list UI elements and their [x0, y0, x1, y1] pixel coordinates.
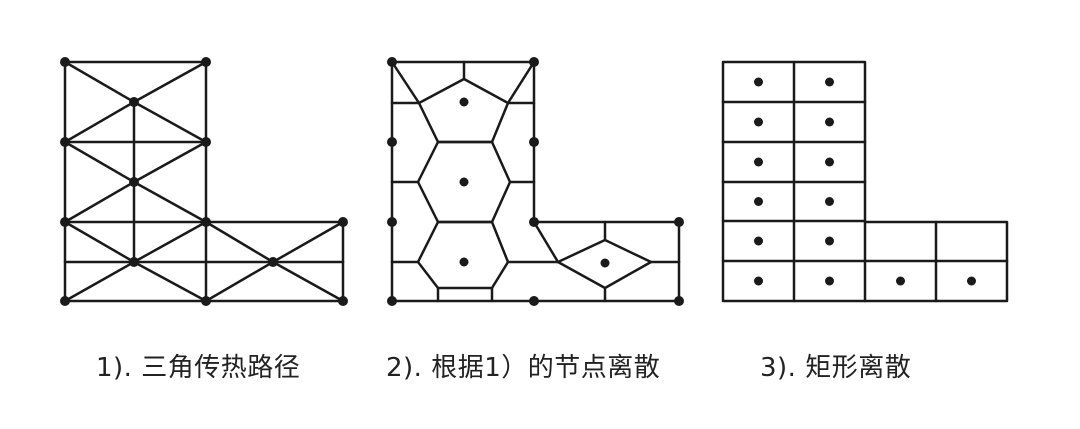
cell-center-node	[825, 157, 834, 167]
cell-center-node	[459, 177, 469, 187]
node-point	[387, 57, 397, 67]
node-point	[529, 57, 539, 67]
caption-triangle-heat-path: 1). 三角传热路径	[96, 353, 301, 383]
node-point	[201, 296, 211, 306]
cell-center-node	[825, 276, 834, 286]
heat-path-line	[204, 260, 275, 303]
hexagon-cell	[416, 220, 510, 290]
heat-path-line	[63, 180, 136, 224]
cell-center-node	[754, 117, 763, 127]
node-point	[60, 137, 70, 147]
cell-center-node	[825, 77, 834, 87]
heat-path-line	[63, 60, 136, 104]
heat-path-line	[63, 100, 136, 144]
rectangular-discretization-panel	[721, 60, 1009, 303]
caption-rectangular-discretization: 3). 矩形离散	[760, 353, 912, 383]
cell-center-node	[896, 276, 905, 286]
heat-path-line	[132, 100, 208, 144]
cell-edge	[390, 60, 421, 105]
node-point	[338, 296, 348, 306]
node-point	[387, 137, 397, 147]
cell-center-node	[754, 236, 763, 246]
triangle-heat-path-panel	[60, 57, 348, 306]
l-shape-outline	[63, 60, 345, 303]
cell-edge	[506, 60, 536, 105]
cell-center-node	[600, 258, 610, 268]
node-discretization-panel	[387, 57, 684, 306]
heat-path-line	[204, 220, 275, 264]
node-point	[674, 217, 684, 227]
cell-center-node	[754, 157, 763, 167]
node-point	[129, 177, 139, 187]
node-point	[529, 217, 539, 227]
node-point	[674, 296, 684, 306]
node-point	[529, 296, 539, 306]
l-shape-outline	[721, 60, 1009, 303]
node-point	[338, 217, 348, 227]
heat-path-line	[271, 220, 345, 264]
heat-path-line	[63, 220, 136, 264]
node-point	[201, 57, 211, 67]
heat-path-line	[132, 180, 208, 224]
heat-path-line	[132, 60, 208, 104]
cell-center-node	[754, 77, 763, 87]
heat-path-line	[63, 140, 136, 184]
heat-path-line	[132, 260, 208, 303]
node-point	[387, 296, 397, 306]
node-point	[60, 217, 70, 227]
cell-center-node	[825, 197, 834, 206]
cell-edge	[532, 220, 560, 264]
heat-path-line	[63, 260, 136, 303]
node-point	[268, 257, 278, 267]
caption-node-discretization: 2). 根据1）的节点离散	[386, 353, 661, 383]
cell-center-node	[754, 276, 763, 286]
node-point	[129, 97, 139, 107]
node-point	[201, 217, 211, 227]
node-point	[201, 137, 211, 147]
cell-center-node	[967, 276, 976, 286]
node-point	[129, 257, 139, 267]
heat-path-line	[132, 140, 208, 184]
node-point	[60, 57, 70, 67]
heat-path-line	[271, 260, 345, 303]
cell-center-node	[825, 117, 834, 127]
node-point	[387, 217, 397, 227]
node-point	[60, 296, 70, 306]
cell-center-node	[754, 197, 763, 206]
l-shape-outline	[390, 60, 681, 303]
cell-center-node	[825, 236, 834, 246]
heat-path-line	[132, 220, 208, 264]
node-point	[529, 137, 539, 147]
cell-center-node	[459, 97, 469, 107]
pentagon-cell	[417, 77, 510, 144]
cell-center-node	[459, 257, 469, 267]
